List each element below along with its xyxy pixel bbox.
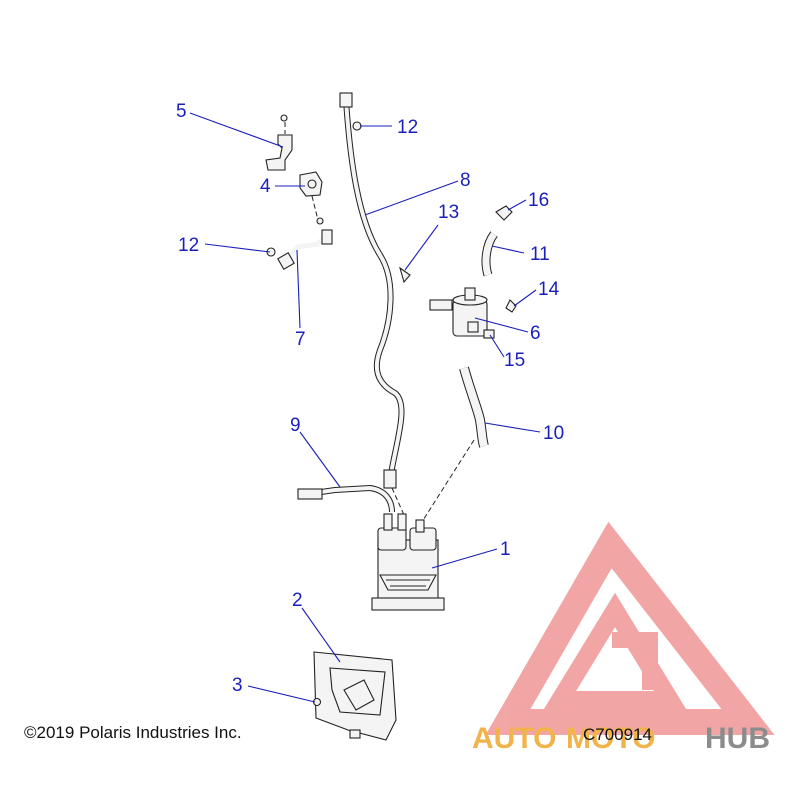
callouts: 5 4 12 7 12 8 13 16 11 14 6 15 10 9 1 2 …: [176, 101, 564, 696]
callout-1: 1: [500, 539, 511, 560]
part-7-hose: [277, 229, 333, 270]
callout-16: 16: [528, 190, 549, 211]
dash-10-to-1: [419, 439, 475, 526]
part-13-clip: [399, 266, 411, 284]
callout-10: 10: [543, 423, 564, 444]
watermark-logo: [485, 521, 775, 735]
part-6-solenoid: [429, 287, 488, 337]
dash-4: [311, 195, 319, 221]
part-2-bracket: [313, 651, 397, 741]
part-16-fitting: [495, 205, 513, 221]
part-12-clamp-b: [352, 121, 362, 131]
callout-6: 6: [530, 323, 541, 344]
callout-2: 2: [292, 590, 303, 611]
callout-15: 15: [504, 350, 525, 371]
callout-9: 9: [290, 415, 301, 436]
watermark-moto: MOTO: [566, 722, 655, 755]
watermark-hub: HUB: [705, 722, 770, 755]
leader-lines: [189, 112, 541, 703]
callout-12-left: 12: [178, 235, 199, 256]
callout-3: 3: [232, 675, 243, 696]
part-14-fastener: [505, 299, 517, 313]
callout-14: 14: [538, 279, 560, 300]
callout-8: 8: [460, 170, 471, 191]
part-9-hose: [297, 484, 395, 513]
callout-13: 13: [438, 202, 459, 223]
part-1-canister: [371, 513, 445, 611]
part-4-valve: [299, 171, 323, 197]
diagram-code: C700914: [583, 725, 652, 744]
part-4-clip: [316, 217, 324, 225]
callout-4: 4: [260, 176, 271, 197]
callout-11: 11: [530, 244, 550, 265]
part-11-hose: [481, 231, 498, 277]
part-10-hose: [459, 366, 489, 448]
dash-8-to-1: [391, 487, 405, 516]
callout-5: 5: [176, 101, 187, 122]
watermark-auto: AUTO: [472, 722, 556, 755]
callout-7: 7: [295, 329, 306, 350]
watermark-text: AUTO MOTO HUB: [472, 722, 770, 755]
callout-12-top: 12: [397, 117, 418, 138]
copyright-text: ©2019 Polaris Industries Inc.: [24, 723, 242, 742]
part-15-clip: [483, 329, 495, 339]
part-8-hose: [339, 92, 405, 489]
